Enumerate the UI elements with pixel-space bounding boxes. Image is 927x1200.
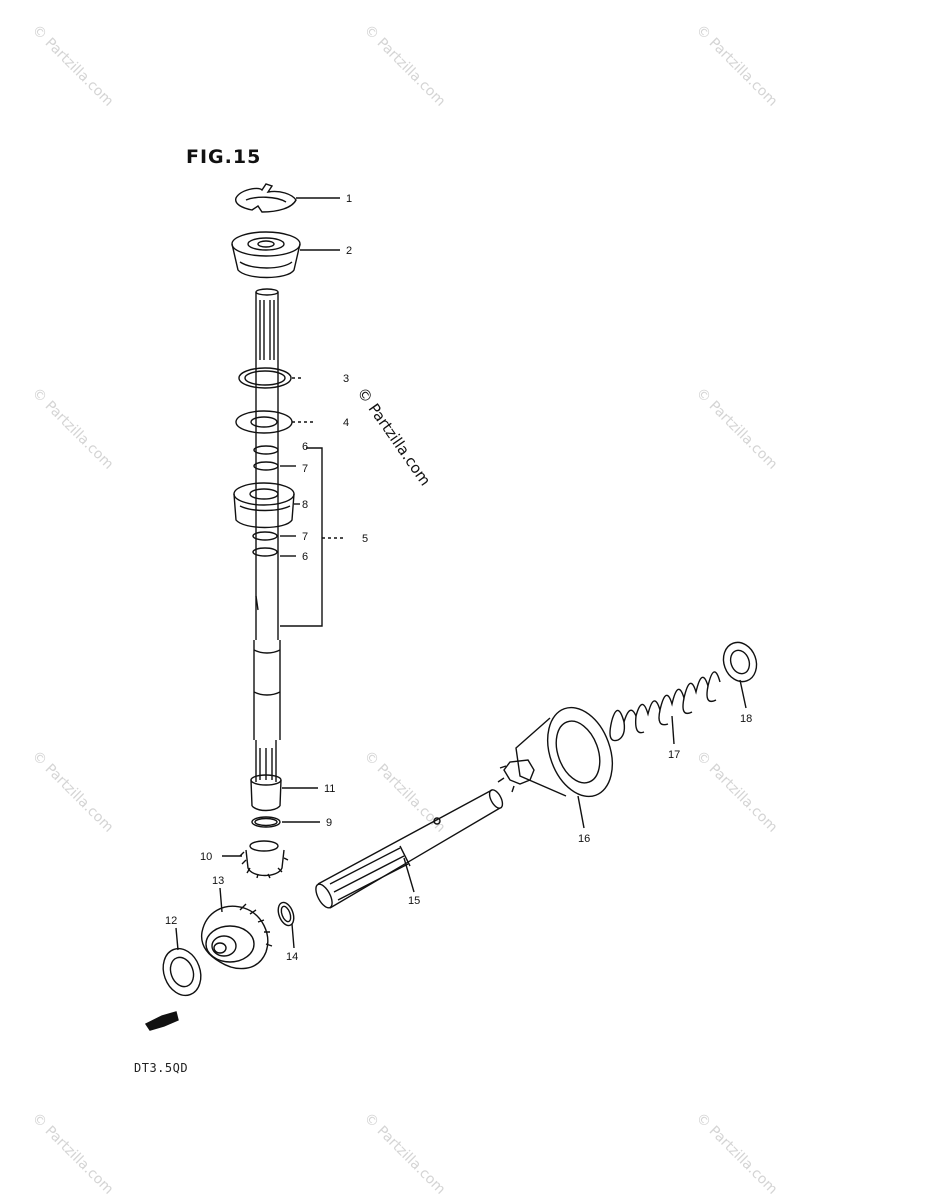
callout-label: 2 <box>346 245 352 257</box>
callout-label: 14 <box>286 951 298 963</box>
washer-part <box>235 410 293 434</box>
snap-ring-part <box>238 367 292 389</box>
ring-part <box>252 547 278 557</box>
callout-label: 13 <box>212 875 224 887</box>
shim-part <box>162 947 202 997</box>
figure-title: FIG.15 <box>186 146 262 168</box>
callout-label: 17 <box>668 749 680 761</box>
bracket-5 <box>280 447 323 627</box>
forward-arrow-icon <box>144 1011 179 1031</box>
clip-part <box>277 901 295 927</box>
callout-label: 3 <box>343 373 349 385</box>
callout-label: 15 <box>408 895 420 907</box>
callout-label: 18 <box>740 713 752 725</box>
spring-part <box>609 671 721 742</box>
callout-label: 9 <box>326 817 332 829</box>
housing-part <box>497 706 613 798</box>
ring-part <box>253 445 279 455</box>
callout-label: 5 <box>362 533 368 545</box>
end-washer-part <box>722 641 758 683</box>
callout-label: 6 <box>302 441 308 453</box>
callout-label: 4 <box>343 417 349 429</box>
callout-label: 12 <box>165 915 177 927</box>
callout-label: 11 <box>324 783 335 795</box>
callout-label: 7 <box>302 463 308 475</box>
bushing-part <box>231 231 301 279</box>
vertical-shaft <box>253 288 281 782</box>
callout-label: 6 <box>302 551 308 563</box>
pinion-gear-part <box>239 840 289 879</box>
o-ring-part <box>251 816 281 828</box>
bearing-part <box>233 482 295 529</box>
circlip-part <box>235 183 297 213</box>
callout-label: 16 <box>578 833 590 845</box>
ring-part <box>252 531 278 541</box>
bevel-gear-part <box>200 903 273 970</box>
sleeve-part <box>250 774 282 812</box>
callout-label: 8 <box>302 499 308 511</box>
callout-label: 7 <box>302 531 308 543</box>
callout-label: 1 <box>346 193 352 205</box>
ring-part <box>253 461 279 471</box>
horizontal-shaft <box>315 789 504 909</box>
model-code: DT3.5QD <box>134 1061 189 1075</box>
callout-label: 10 <box>200 851 212 863</box>
